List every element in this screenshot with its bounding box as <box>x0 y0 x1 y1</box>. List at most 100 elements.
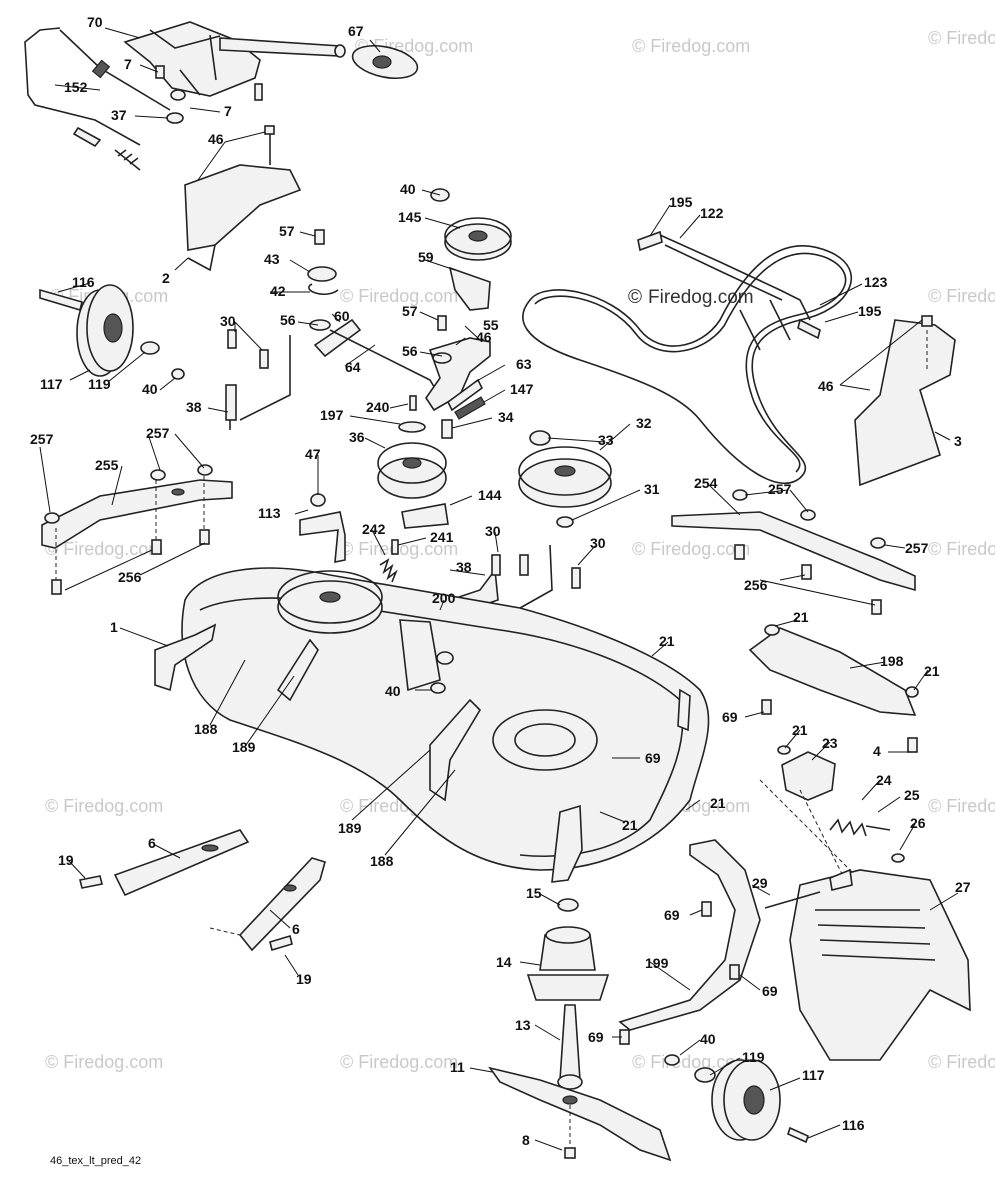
part-number-label: 56 <box>402 343 418 359</box>
part-spring-242-144 <box>379 539 581 609</box>
leader-lines <box>39 27 959 1151</box>
watermark: © Firedog.com <box>340 539 458 559</box>
watermark: © Firedog.com <box>928 286 995 306</box>
part-number-label: 189 <box>232 739 256 755</box>
part-number-label: 119 <box>88 376 111 392</box>
part-handle-grip-67 <box>351 45 419 79</box>
part-number-label: 189 <box>338 820 362 836</box>
part-number-label: 116 <box>842 1117 865 1133</box>
part-bracket-197-36-pulley <box>377 395 453 529</box>
part-number-label: 69 <box>588 1029 604 1045</box>
part-shield-198 <box>748 624 919 753</box>
part-number-label: 21 <box>622 817 638 833</box>
part-number-label: 21 <box>659 633 675 649</box>
part-number-label: 46 <box>208 131 224 147</box>
part-number-label: 40 <box>142 381 158 397</box>
part-number-label: 257 <box>30 431 54 447</box>
part-number-label: 6 <box>292 921 300 937</box>
watermark: © Firedog.com <box>632 539 750 559</box>
watermark: © Firedog.com <box>632 36 750 56</box>
part-number-label: 147 <box>510 381 534 397</box>
part-number-label: 13 <box>515 1017 531 1033</box>
part-chute-27 <box>764 868 971 1061</box>
part-number-label: 26 <box>910 815 926 831</box>
watermark: © Firedog.com <box>45 539 163 559</box>
part-blade-11 <box>488 1066 672 1162</box>
part-number-label: 30 <box>485 523 501 539</box>
part-bracket-23-spring-25 <box>759 745 905 881</box>
part-number-label: 25 <box>904 787 920 803</box>
part-number-label: 46 <box>476 329 492 345</box>
watermark: © Firedog.com <box>928 796 995 816</box>
part-number-label: 188 <box>370 853 394 869</box>
part-number-label: 43 <box>264 251 280 267</box>
part-number-label: 195 <box>858 303 882 319</box>
part-number-label: 119 <box>742 1049 765 1065</box>
part-number-label: 63 <box>516 356 532 372</box>
center-watermark: Firedog.com <box>648 287 754 308</box>
part-number-label: 40 <box>385 683 401 699</box>
part-shield-2 <box>184 125 302 272</box>
diagram-code: 46_tex_lt_pred_42 <box>50 1155 141 1167</box>
part-number-label: 70 <box>87 14 103 30</box>
part-number-label: 69 <box>645 750 661 766</box>
part-number-label: 4 <box>873 743 881 759</box>
part-number-label: 69 <box>722 709 738 725</box>
part-number-label: 69 <box>664 907 680 923</box>
part-wheel-117-bottom <box>664 1054 809 1144</box>
part-number-label: 46 <box>818 378 834 394</box>
part-number-label: 144 <box>478 487 502 503</box>
part-number-label: 33 <box>598 432 614 448</box>
part-number-label: 6 <box>148 835 156 851</box>
part-number-label: 59 <box>418 249 434 265</box>
part-number-label: 197 <box>320 407 344 423</box>
watermark: © Firedog.com <box>632 1052 750 1072</box>
part-number-label: 3 <box>954 433 962 449</box>
part-number-label: 2 <box>162 270 170 286</box>
part-number-label: 198 <box>880 653 904 669</box>
part-number-label: 188 <box>194 721 218 737</box>
part-number-label: 56 <box>280 312 296 328</box>
part-spindle-14 <box>526 898 610 1090</box>
part-bracket-47 <box>299 493 346 563</box>
part-number-label: 57 <box>279 223 295 239</box>
part-number-label: 37 <box>111 107 127 123</box>
part-belt-guide-122 <box>637 230 821 351</box>
part-number-label: 30 <box>220 313 236 329</box>
part-number-label: 67 <box>348 23 364 39</box>
part-number-label: 21 <box>924 663 940 679</box>
part-number-label: 23 <box>822 735 838 751</box>
part-number-label: 257 <box>146 425 170 441</box>
part-number-label: 145 <box>398 209 422 225</box>
part-arm-255 <box>41 464 233 595</box>
part-number-label: 34 <box>498 409 514 425</box>
part-number-label: 254 <box>694 475 718 491</box>
part-number-label: 40 <box>400 181 416 197</box>
part-number-label: 1 <box>110 619 118 635</box>
part-belt-123 <box>522 245 852 484</box>
part-number-label: 30 <box>590 535 606 551</box>
part-number-label: 36 <box>349 429 365 445</box>
part-wheel-117 <box>39 284 185 380</box>
part-number-label: 195 <box>669 194 693 210</box>
part-number-label: 11 <box>450 1059 465 1075</box>
watermark: © Firedog.com <box>45 1052 163 1072</box>
part-number-label: 64 <box>345 359 361 375</box>
part-number-label: 257 <box>768 481 792 497</box>
part-number-label: 24 <box>876 772 892 788</box>
part-number-label: 32 <box>636 415 652 431</box>
part-number-label: 241 <box>430 529 454 545</box>
center-watermark-symbol: © <box>628 287 642 308</box>
part-number-label: 21 <box>710 795 726 811</box>
part-number-label: 123 <box>864 274 888 290</box>
part-number-label: 42 <box>270 283 286 299</box>
part-number-label: 15 <box>526 885 542 901</box>
part-number-label: 55 <box>483 317 499 333</box>
part-number-label: 240 <box>366 399 390 415</box>
part-number-label: 199 <box>645 955 669 971</box>
part-number-label: 31 <box>644 481 660 497</box>
part-number-label: 116 <box>72 274 95 290</box>
part-number-label: 29 <box>752 875 768 891</box>
part-rod-152 <box>24 27 171 171</box>
